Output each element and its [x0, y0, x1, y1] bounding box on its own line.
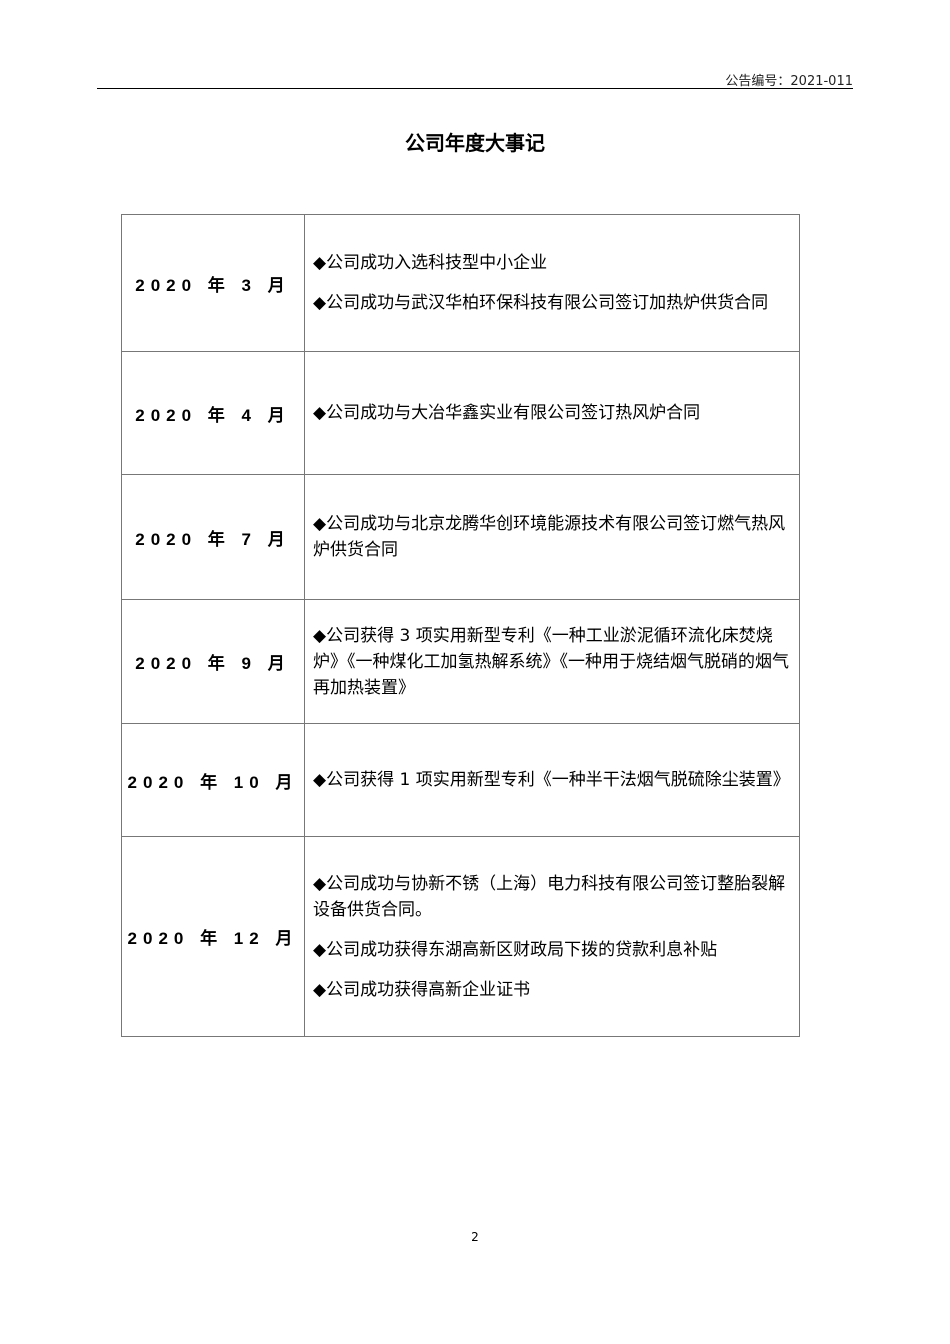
event-date: 2020 年 9 月 — [121, 599, 305, 724]
event-content: ◆公司成功与协新不锈（上海）电力科技有限公司签订整胎裂解设备供货合同。 ◆公司成… — [304, 836, 800, 1037]
event-date: 2020 年 10 月 — [121, 723, 305, 837]
event-item: ◆公司成功获得东湖高新区财政局下拨的贷款利息补贴 — [313, 939, 718, 960]
event-item: ◆公司成功获得高新企业证书 — [313, 979, 531, 1000]
table-row: 2020 年 12 月 ◆公司成功与协新不锈（上海）电力科技有限公司签订整胎裂解… — [121, 836, 800, 1037]
event-date: 2020 年 12 月 — [121, 836, 305, 1037]
event-content: ◆公司成功与大冶华鑫实业有限公司签订热风炉合同 — [304, 351, 800, 475]
event-item: ◆公司成功与大冶华鑫实业有限公司签订热风炉合同 — [313, 403, 701, 423]
event-date: 2020 年 3 月 — [121, 214, 305, 352]
event-item: ◆公司成功与协新不锈（上海）电力科技有限公司签订整胎裂解设备供货合同。 — [313, 873, 786, 920]
table-row: 2020 年 7 月 ◆公司成功与北京龙腾华创环境能源技术有限公司签订燃气热风炉… — [121, 474, 800, 600]
header-divider — [97, 88, 853, 89]
page-number: 2 — [471, 1230, 479, 1244]
table-row: 2020 年 3 月 ◆公司成功入选科技型中小企业 ◆公司成功与武汉华柏环保科技… — [121, 214, 800, 352]
event-item: ◆公司成功入选科技型中小企业 — [313, 253, 548, 273]
event-item: ◆公司成功与武汉华柏环保科技有限公司签订加热炉供货合同 — [313, 293, 769, 313]
announcement-number: 公告编号：2021-011 — [725, 74, 853, 89]
table-row: 2020 年 9 月 ◆公司获得 3 项实用新型专利《一种工业淤泥循环流化床焚烧… — [121, 599, 800, 724]
event-content: ◆公司获得 1 项实用新型专利《一种半干法烟气脱硫除尘装置》 — [304, 723, 800, 837]
event-content: ◆公司获得 3 项实用新型专利《一种工业淤泥循环流化床焚烧炉》《一种煤化工加氢热… — [304, 599, 800, 724]
event-content: ◆公司成功与北京龙腾华创环境能源技术有限公司签订燃气热风炉供货合同 — [304, 474, 800, 600]
events-table: 2020 年 3 月 ◆公司成功入选科技型中小企业 ◆公司成功与武汉华柏环保科技… — [121, 214, 800, 1037]
event-date: 2020 年 4 月 — [121, 351, 305, 475]
event-item: ◆公司获得 3 项实用新型专利《一种工业淤泥循环流化床焚烧炉》《一种煤化工加氢热… — [313, 625, 789, 698]
event-item: ◆公司获得 1 项实用新型专利《一种半干法烟气脱硫除尘装置》 — [313, 770, 790, 790]
table-row: 2020 年 10 月 ◆公司获得 1 项实用新型专利《一种半干法烟气脱硫除尘装… — [121, 723, 800, 837]
table-row: 2020 年 4 月 ◆公司成功与大冶华鑫实业有限公司签订热风炉合同 — [121, 351, 800, 475]
event-item: ◆公司成功与北京龙腾华创环境能源技术有限公司签订燃气热风炉供货合同 — [313, 514, 786, 560]
event-content: ◆公司成功入选科技型中小企业 ◆公司成功与武汉华柏环保科技有限公司签订加热炉供货… — [304, 214, 800, 352]
page-title: 公司年度大事记 — [405, 131, 545, 155]
event-date: 2020 年 7 月 — [121, 474, 305, 600]
